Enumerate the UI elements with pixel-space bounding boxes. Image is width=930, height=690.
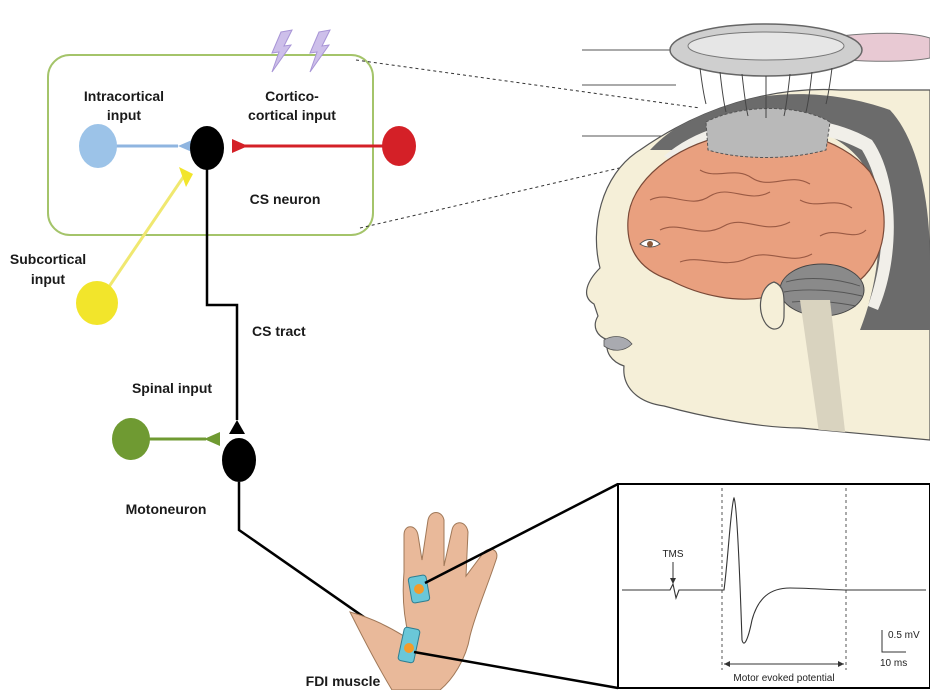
mep-trace-panel: TMS Motor evoked potential 0.5 mV 10 ms xyxy=(618,484,930,688)
corticocortical-label-2: cortical input xyxy=(248,107,336,123)
circuit-labels: Intracortical input Cortico- cortical in… xyxy=(10,88,381,689)
mep-label: Motor evoked potential xyxy=(733,673,834,684)
corticocortical-label-1: Cortico- xyxy=(265,88,319,104)
intracortical-label-1: Intracortical xyxy=(84,88,164,104)
subcortical-input xyxy=(76,167,193,325)
cs-neuron-label: CS neuron xyxy=(250,191,321,207)
tms-label: TMS xyxy=(662,549,683,560)
motoneuron-label: Motoneuron xyxy=(126,501,207,517)
lightning-bolt-icon xyxy=(272,30,330,72)
scale-time-label: 10 ms xyxy=(880,658,907,669)
subcortical-label-1: Subcortical xyxy=(10,251,86,267)
intracortical-label-2: input xyxy=(107,107,142,123)
cs-tract-label: CS tract xyxy=(252,323,306,339)
fdi-muscle-label: FDI muscle xyxy=(306,673,381,689)
corticocortical-input xyxy=(232,126,416,166)
subcortical-label-2: input xyxy=(31,271,66,287)
motoneuron xyxy=(222,420,404,645)
spinal-input xyxy=(112,418,220,460)
head-illustration xyxy=(582,24,930,440)
intracortical-input xyxy=(79,124,192,168)
ear xyxy=(760,282,784,329)
spinal-input-label: Spinal input xyxy=(132,380,212,396)
cs-neuron xyxy=(190,126,237,420)
scale-amplitude-label: 0.5 mV xyxy=(888,630,920,641)
